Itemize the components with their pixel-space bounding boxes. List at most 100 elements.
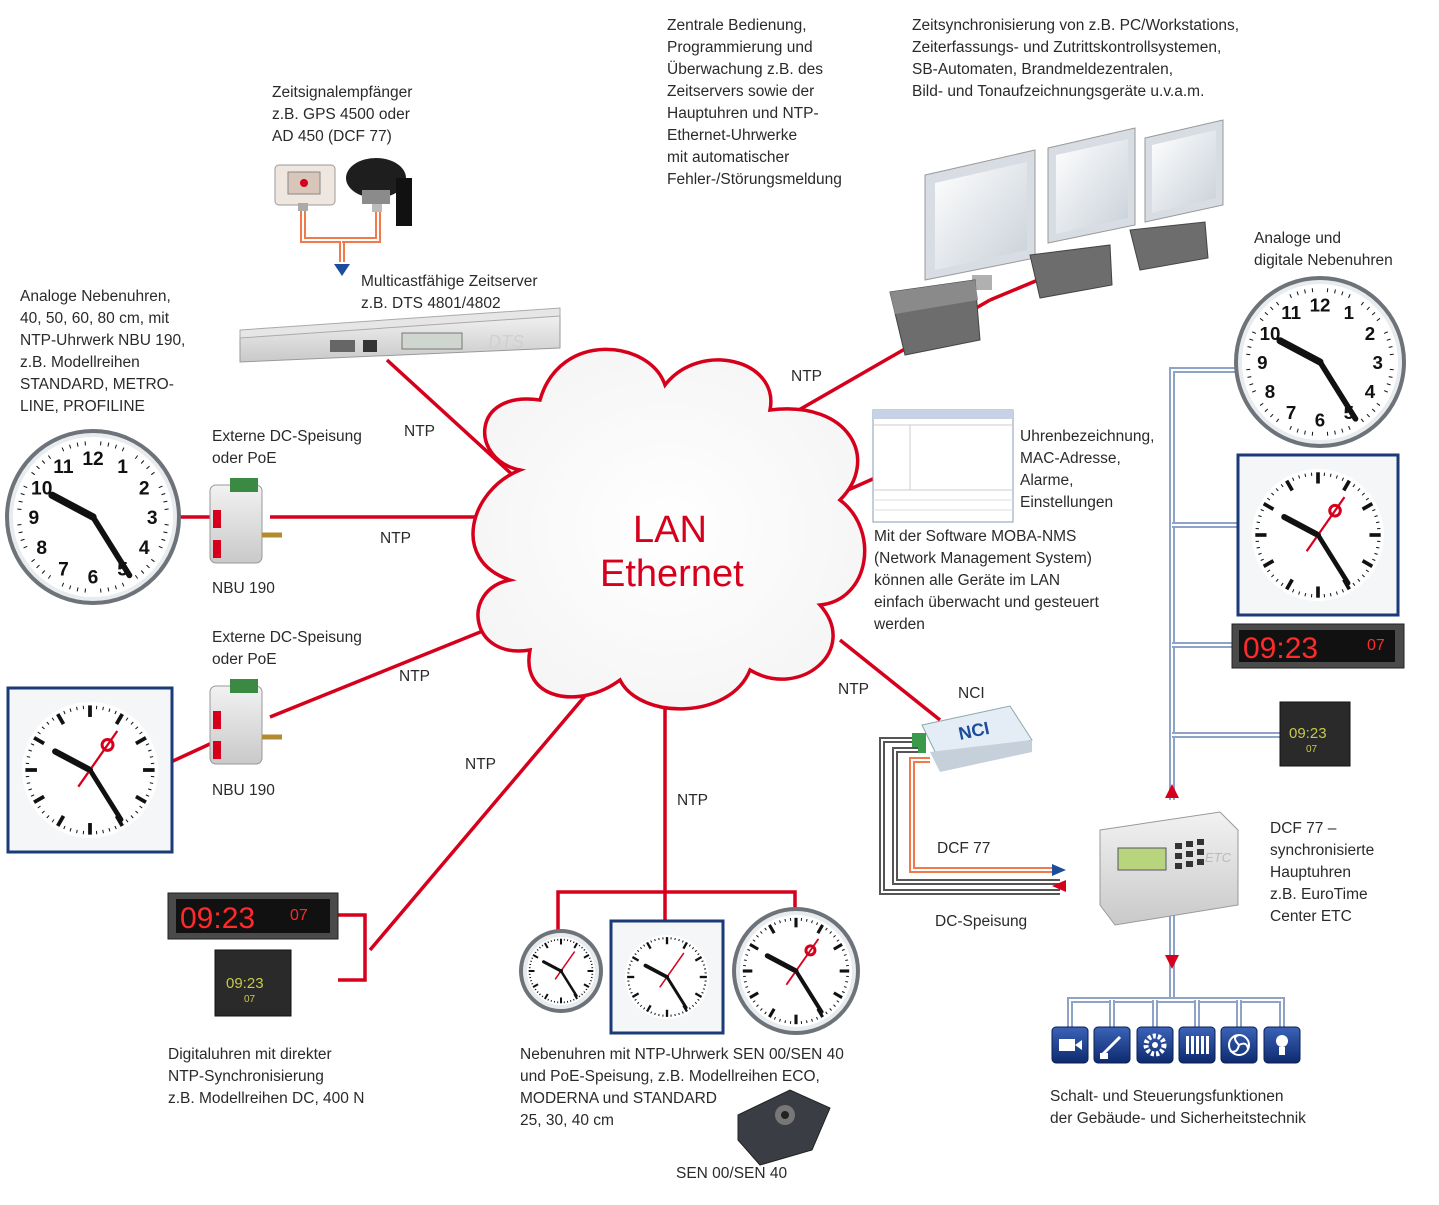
clock-slave-medium xyxy=(611,921,723,1033)
ntp-label-nbu-1: NTP xyxy=(380,530,411,548)
clock-slave-small-tick xyxy=(589,983,591,984)
slave-clocks-label: Nebenuhren mit NTP-Uhrwerk SEN 00/SEN 40… xyxy=(520,1044,844,1132)
timeserver-label: Multicastfähige Zeitserver z.B. DTS 4801… xyxy=(361,271,538,315)
gate-icon xyxy=(1094,1027,1130,1063)
digital-time-left: 09:23 xyxy=(180,902,255,935)
clock-left-round-numeral: 4 xyxy=(139,538,150,559)
clock-left-square-tick xyxy=(103,830,104,833)
ntp-label-pc: NTP xyxy=(791,368,822,386)
clock-right-square-tick xyxy=(1257,522,1260,523)
clock-right-round-numeral: 6 xyxy=(1315,410,1325,431)
round-digital-left: 09:23 07 xyxy=(215,950,291,1016)
camera-icon-glyph xyxy=(1059,1039,1075,1051)
clock-slave-medium-pivot xyxy=(665,975,669,979)
heater-icon-fin xyxy=(1191,1036,1194,1054)
clock-slave-large-tick xyxy=(845,981,848,982)
clock-right-square-tick xyxy=(1376,522,1379,523)
clock-slave-medium-tick xyxy=(655,939,656,941)
clock-slave-large-tick xyxy=(845,960,848,961)
nms-label: Mit der Software MOBA-NMS (Network Manag… xyxy=(874,526,1099,636)
clock-slave-large-tick xyxy=(785,1020,786,1023)
clock-right-square-tick xyxy=(1257,547,1260,548)
clock-slave-medium-tick xyxy=(703,965,705,966)
clock-slave-medium-tick xyxy=(629,989,631,990)
clock-slave-small-tick xyxy=(548,941,549,943)
digital-seconds-left: 07 xyxy=(290,907,308,924)
link-digital-bracket xyxy=(338,915,365,980)
clock-slave-medium-tick xyxy=(655,1013,656,1015)
clock-slave-small-tick xyxy=(551,940,552,942)
receiver-label: Zeitsignalempfänger z.B. GPS 4500 oder A… xyxy=(272,82,412,148)
digital-clocks-label: Digitaluhren mit direkter NTP-Synchronis… xyxy=(168,1044,364,1110)
cloud-title-ethernet: Ethernet xyxy=(600,552,740,596)
clock-slave-medium-tick xyxy=(679,1013,680,1015)
clock-left-round-numeral: 6 xyxy=(88,567,99,588)
clock-right-round-numeral: 8 xyxy=(1265,381,1275,402)
digital-clock-right: 09:23 07 xyxy=(1232,624,1404,668)
clock-slave-large-pivot xyxy=(794,969,798,973)
nbu-label-2: NBU 190 xyxy=(212,780,275,802)
clock-right-square-tick xyxy=(1305,474,1306,477)
ntp-label-slave: NTP xyxy=(677,792,708,810)
clock-left-round-numeral: 9 xyxy=(28,508,39,529)
clock-right-round-numeral: 1 xyxy=(1344,302,1354,323)
ntp-label-nbu-2: NTP xyxy=(399,668,430,686)
master-clock-etc: ETC xyxy=(1100,812,1238,925)
heater-icon-fin xyxy=(1196,1036,1199,1054)
gps-receiver xyxy=(275,165,335,211)
light-icon xyxy=(1264,1027,1300,1063)
clock-right-square xyxy=(1238,455,1398,615)
pc-sync-label: Zeitsynchronisierung von z.B. PC/Worksta… xyxy=(912,15,1239,103)
clock-slave-small-tick xyxy=(548,999,549,1001)
heater-icon-fin xyxy=(1206,1036,1209,1054)
round-digital-right: 09:23 07 xyxy=(1280,702,1350,766)
clock-left-square-tick xyxy=(27,783,30,784)
nms-screenshot xyxy=(873,410,1013,522)
workstation-1 xyxy=(890,150,1035,355)
clock-slave-large-tick xyxy=(806,1020,807,1023)
clock-left-square-tick xyxy=(77,707,78,710)
clock-right-square-tick xyxy=(1330,474,1331,477)
receiver-feed xyxy=(303,210,378,276)
digital-seconds-right: 07 xyxy=(1367,637,1385,654)
clock-left-square-tick xyxy=(77,830,78,833)
clock-left-square-tick xyxy=(103,707,104,710)
etc-logo-text: ETC xyxy=(1205,850,1232,865)
clock-slave-large-tick xyxy=(806,919,807,922)
clock-left-round-numeral: 2 xyxy=(139,479,150,500)
workstation-3 xyxy=(1130,120,1223,270)
clock-left-square-pivot xyxy=(87,767,92,772)
nbu-module-1 xyxy=(210,478,282,563)
clock-slave-large-tick xyxy=(744,960,747,961)
workstations xyxy=(890,120,1223,355)
clock-right-round-numeral: 2 xyxy=(1365,323,1375,344)
clock-right-square-tick xyxy=(1376,547,1379,548)
clock-slave-medium-tick xyxy=(629,965,631,966)
clock-slave-small-tick xyxy=(551,1000,552,1002)
clock-left-round-numeral: 7 xyxy=(58,559,69,580)
clock-slave-small-tick xyxy=(530,961,532,962)
ntp-label-timeserver: NTP xyxy=(404,423,435,441)
link-nci xyxy=(840,640,940,720)
building-icons xyxy=(1052,1027,1300,1063)
clock-right-square-tick xyxy=(1330,593,1331,596)
gear-icon-hub xyxy=(1152,1042,1158,1048)
digital-time-right: 09:23 xyxy=(1243,632,1318,665)
round-digital-sec-right: 07 xyxy=(1306,744,1318,755)
clock-slave-medium-tick xyxy=(679,939,680,941)
clock-left-round-numeral: 1 xyxy=(117,457,128,478)
gear-icon xyxy=(1137,1027,1173,1063)
clock-slave-medium-tick xyxy=(703,989,705,990)
round-digital-time-right: 09:23 xyxy=(1289,725,1327,742)
master-clock-label: DCF 77 – synchronisierte Hauptuhren z.B.… xyxy=(1270,818,1374,928)
clock-left-square-tick xyxy=(27,757,30,758)
ntp-label-nci: NTP xyxy=(838,681,869,699)
clock-left-round-numeral: 11 xyxy=(53,457,74,478)
workstation-2 xyxy=(1030,128,1135,298)
cloud-title-lan: LAN xyxy=(600,508,740,552)
camera-icon xyxy=(1052,1027,1088,1063)
control-label: Zentrale Bedienung, Programmierung und Ü… xyxy=(667,15,842,191)
clock-left-square xyxy=(8,688,172,852)
light-icon-glyph xyxy=(1276,1035,1288,1047)
